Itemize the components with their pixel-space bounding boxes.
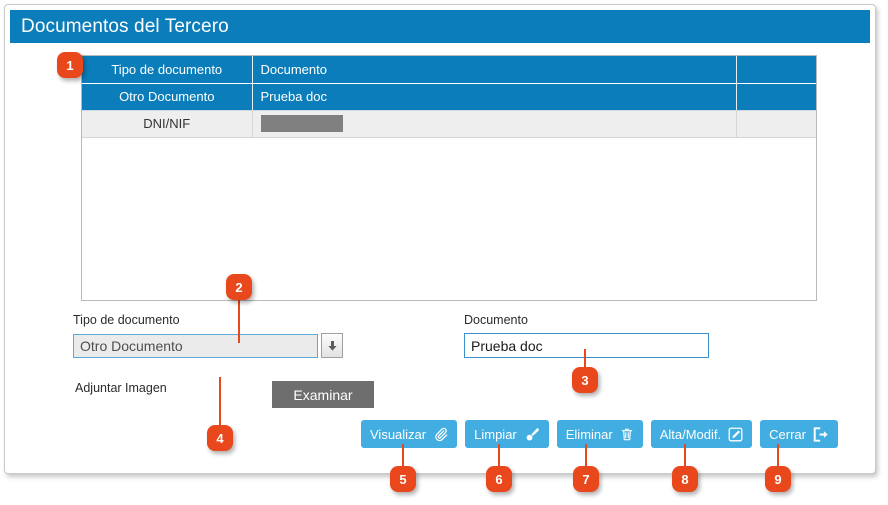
limpiar-label: Limpiar — [474, 426, 517, 442]
sign-out-icon — [813, 426, 828, 442]
alta-modif-label: Alta/Modif. — [659, 426, 722, 442]
callout-leader-8 — [684, 444, 686, 468]
callout-6[interactable]: 6 — [486, 466, 512, 492]
tipo-documento-label: Tipo de documento — [73, 313, 180, 327]
callout-leader-4 — [219, 377, 221, 426]
callout-leader-3 — [584, 349, 586, 374]
column-header-documento[interactable]: Documento — [252, 56, 737, 84]
cell-extra — [736, 83, 816, 111]
eliminar-label: Eliminar — [565, 426, 613, 442]
document-panel: Documentos del Tercero Tipo de documento… — [4, 4, 876, 474]
documento-input[interactable]: Prueba doc — [464, 333, 709, 358]
alta-modif-button[interactable]: Alta/Modif. — [650, 420, 753, 448]
edit-square-icon — [728, 427, 743, 441]
cell-tipo: DNI/NIF — [82, 110, 253, 138]
column-header-extra[interactable] — [736, 56, 816, 84]
cerrar-button[interactable]: Cerrar — [760, 420, 838, 448]
paperclip-icon — [435, 427, 448, 441]
callout-leader-5 — [402, 444, 404, 468]
tipo-documento-select[interactable]: Otro Documento — [73, 334, 318, 358]
tipo-documento-dropdown-button[interactable] — [321, 333, 343, 358]
documento-input-value: Prueba doc — [471, 337, 543, 354]
table-row[interactable]: DNI/NIF — [82, 110, 816, 138]
callout-4[interactable]: 4 — [207, 425, 233, 451]
examinar-button[interactable]: Examinar — [272, 381, 374, 408]
arrow-down-icon — [327, 340, 337, 351]
redacted-value — [260, 115, 343, 133]
documento-label: Documento — [464, 313, 528, 327]
cell-extra — [736, 110, 816, 138]
page-title: Documentos del Tercero — [21, 15, 229, 37]
cell-tipo: Otro Documento — [82, 83, 253, 111]
window-titlebar: Documentos del Tercero — [10, 10, 870, 43]
callout-8[interactable]: 8 — [672, 466, 698, 492]
eliminar-button[interactable]: Eliminar — [556, 420, 643, 448]
documents-grid[interactable]: Tipo de documento Documento Otro Documen… — [81, 55, 817, 301]
trash-icon — [621, 428, 633, 440]
adjuntar-imagen-label: Adjuntar Imagen — [75, 381, 167, 395]
column-header-tipo[interactable]: Tipo de documento — [82, 56, 253, 84]
visualizar-button[interactable]: Visualizar — [361, 420, 458, 448]
callout-leader-9 — [777, 444, 779, 468]
cell-documento — [252, 110, 737, 138]
cerrar-label: Cerrar — [769, 426, 806, 442]
action-button-bar: Visualizar Limpiar Eliminar Alta/ — [361, 420, 838, 448]
callout-7[interactable]: 7 — [573, 466, 599, 492]
table-row[interactable]: Otro Documento Prueba doc — [82, 83, 816, 111]
limpiar-button[interactable]: Limpiar — [465, 420, 549, 448]
cell-documento: Prueba doc — [252, 83, 737, 111]
callout-leader-6 — [498, 444, 500, 468]
table-header-row: Tipo de documento Documento — [82, 56, 816, 84]
callout-2[interactable]: 2 — [226, 274, 252, 300]
callout-3[interactable]: 3 — [572, 367, 598, 393]
tipo-documento-value: Otro Documento — [80, 338, 183, 354]
callout-leader-2 — [238, 295, 240, 343]
callout-5[interactable]: 5 — [390, 466, 416, 492]
callout-9[interactable]: 9 — [765, 466, 791, 492]
callout-leader-7 — [585, 444, 587, 468]
paintbrush-icon — [526, 427, 539, 440]
callout-1[interactable]: 1 — [57, 52, 83, 78]
visualizar-label: Visualizar — [370, 426, 427, 442]
